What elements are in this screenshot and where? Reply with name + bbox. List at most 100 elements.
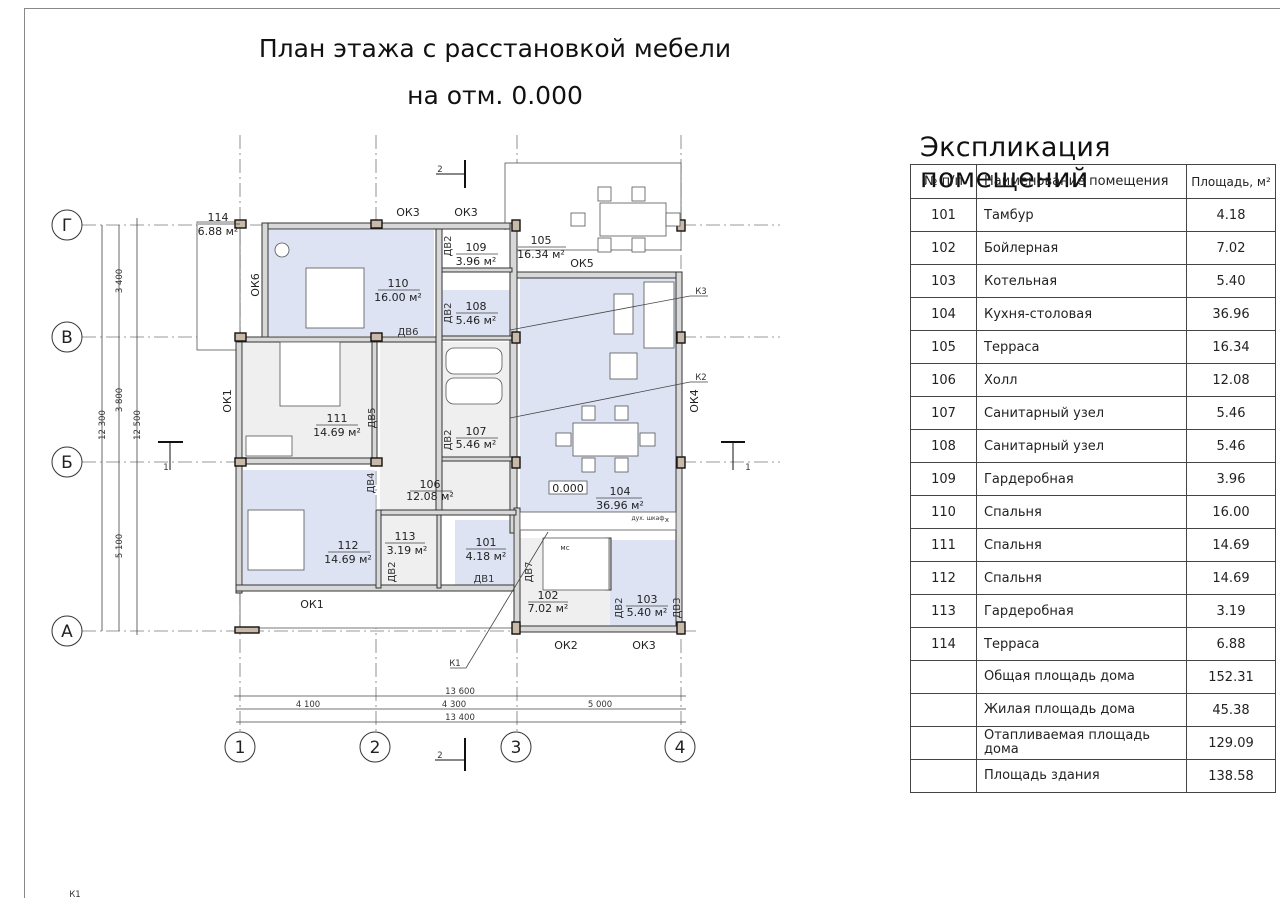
plan-shape xyxy=(436,514,442,589)
riser-label: К1 xyxy=(69,890,80,898)
window-label: ОК3 xyxy=(396,206,419,219)
axis-label: Г xyxy=(62,216,72,236)
cell-area: 6.88 xyxy=(1186,627,1276,661)
riser-label: К1 xyxy=(449,659,460,669)
window-label: ОК3 xyxy=(632,639,655,652)
bed-110 xyxy=(305,267,365,329)
axis-label: Б xyxy=(61,453,73,473)
cell-area: 7.02 xyxy=(1186,231,1276,265)
plan-shape xyxy=(234,626,260,634)
plan-shape xyxy=(51,209,83,241)
plan-shape xyxy=(555,432,572,447)
cell-no xyxy=(910,759,977,793)
room-number: 114 xyxy=(208,211,229,224)
plan-shape xyxy=(370,219,383,229)
cell-area: 5.40 xyxy=(1186,264,1276,298)
terrace-table xyxy=(599,202,667,237)
cell-area: 152.31 xyxy=(1186,660,1276,694)
armchair xyxy=(609,352,638,380)
plan-shape xyxy=(371,341,378,459)
appliance-label: х xyxy=(665,516,669,524)
room-area: 5.40 м² xyxy=(627,606,668,619)
balcony-strip xyxy=(239,587,521,629)
wardrobe-111 xyxy=(245,435,293,457)
level-mark-box xyxy=(548,480,588,495)
door-label: ДВ2 xyxy=(443,235,454,256)
appliance-label: мс xyxy=(560,544,569,552)
room-area: 14.69 м² xyxy=(313,426,361,439)
cell-no: 111 xyxy=(910,528,977,562)
window-label: ОК1 xyxy=(300,598,323,611)
plan-shape xyxy=(511,219,521,232)
section-marks: 1 1 2 2 xyxy=(158,160,751,771)
cell-name: Терраса xyxy=(976,330,1187,364)
cell-area: 14.69 xyxy=(1186,528,1276,562)
riser-label: К2 xyxy=(695,373,706,383)
cell-name: Котельная xyxy=(976,264,1187,298)
bed-111 xyxy=(279,341,341,407)
room-number: 105 xyxy=(531,234,552,247)
cell-name: Кухня-столовая xyxy=(976,297,1187,331)
plan-shape xyxy=(631,237,646,253)
riser-label: К3 xyxy=(695,287,706,297)
axis-label: 4 xyxy=(675,738,686,758)
cell-area: 3.19 xyxy=(1186,594,1276,628)
dimension-label: 4 100 xyxy=(296,700,320,710)
coffee-table xyxy=(613,293,634,335)
cell-name: Спальня xyxy=(976,528,1187,562)
room-number: 107 xyxy=(466,425,487,438)
door-label: ДВ2 xyxy=(387,561,398,582)
room-area: 3.19 м² xyxy=(387,544,428,557)
cell-area: 5.46 xyxy=(1186,429,1276,463)
room-area: 12.08 м² xyxy=(406,490,454,503)
walls xyxy=(234,219,686,635)
plan-shape xyxy=(639,432,656,447)
cell-name: Жилая площадь дома xyxy=(976,693,1187,727)
cell-name: Спальня xyxy=(976,561,1187,595)
door-label: ДВ1 xyxy=(473,574,494,585)
window-label: ОК6 xyxy=(249,273,262,296)
cell-area: 129.09 xyxy=(1186,726,1276,760)
dimension-label: 12 500 xyxy=(133,410,143,440)
section-label: 1 xyxy=(163,463,168,473)
cell-name: Спальня xyxy=(976,495,1187,529)
explication-table: № п/п Наименование помещения Площадь, м²… xyxy=(910,164,1276,793)
room-101 xyxy=(455,520,513,585)
cell-no xyxy=(910,693,977,727)
plan-shape xyxy=(511,331,521,344)
plan-shape xyxy=(509,295,708,331)
axis-label: 2 xyxy=(370,738,381,758)
cell-no: 108 xyxy=(910,429,977,463)
plan-shape xyxy=(676,331,686,344)
bathtub-108 xyxy=(445,347,503,375)
dimension-label: 3 400 xyxy=(115,269,125,293)
door-label: ДВ2 xyxy=(443,429,454,450)
door-label: ДВ6 xyxy=(397,327,418,338)
column-header: Площадь, м² xyxy=(1186,164,1276,199)
cell-no: 107 xyxy=(910,396,977,430)
plan-shape xyxy=(375,509,517,516)
table-header-row: № п/п Наименование помещения Площадь, м² xyxy=(910,164,1276,199)
room-number: 106 xyxy=(420,478,441,491)
plan-shape xyxy=(500,731,532,763)
dining-table xyxy=(572,422,639,457)
cell-name: Площадь здания xyxy=(976,759,1187,793)
plan-shape xyxy=(581,457,596,473)
cell-name: Терраса xyxy=(976,627,1187,661)
dimension-label: 13 600 xyxy=(445,687,475,697)
section-label: 2 xyxy=(437,165,442,175)
dimensions: 3 400 3 800 5 100 12 300 12 500 4 100 4 … xyxy=(98,218,686,723)
cell-no: 103 xyxy=(910,264,977,298)
cell-no: 110 xyxy=(910,495,977,529)
